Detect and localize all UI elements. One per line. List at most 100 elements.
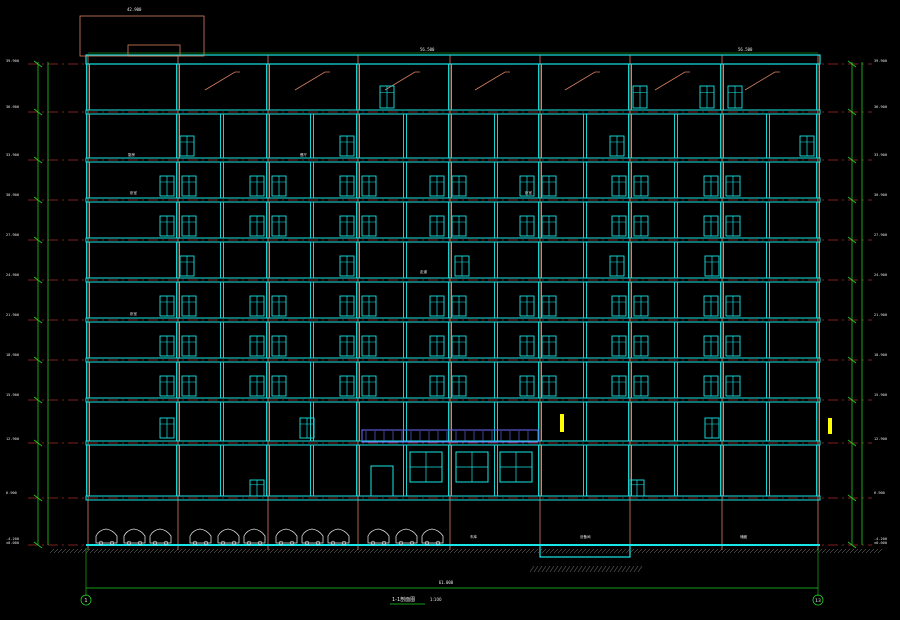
ground-hatch bbox=[709, 548, 715, 554]
ground-hatch bbox=[777, 548, 783, 554]
window bbox=[629, 479, 645, 497]
ground-hatch bbox=[513, 548, 519, 554]
ground-hatch bbox=[473, 548, 479, 554]
ground-hatch bbox=[569, 565, 575, 573]
ground-hatch bbox=[289, 548, 295, 554]
ground-hatch bbox=[533, 565, 539, 573]
window bbox=[725, 335, 741, 357]
dimension-layer bbox=[33, 52, 863, 596]
ground-hatch bbox=[669, 548, 675, 554]
ground-hatch bbox=[573, 548, 579, 554]
car-icon bbox=[123, 528, 146, 546]
elevation-label-left: 15.900 bbox=[6, 393, 19, 397]
window bbox=[699, 85, 715, 109]
wall-column bbox=[176, 241, 180, 279]
ground-hatch bbox=[861, 548, 867, 554]
car-icon bbox=[275, 528, 298, 546]
window bbox=[609, 255, 625, 277]
room-label: 卧室 bbox=[130, 190, 137, 195]
roof-slope bbox=[744, 71, 780, 91]
ground-hatch bbox=[281, 548, 287, 554]
ground-hatch bbox=[633, 548, 639, 554]
window bbox=[339, 375, 355, 397]
wall-column bbox=[356, 241, 360, 279]
window bbox=[429, 375, 445, 397]
wall-column bbox=[538, 241, 542, 279]
top-wall bbox=[720, 63, 724, 111]
top-wall bbox=[816, 63, 820, 111]
svg-text:1: 1 bbox=[84, 598, 87, 604]
ground-hatch bbox=[377, 548, 383, 554]
window bbox=[633, 175, 649, 197]
wall-column bbox=[86, 321, 90, 359]
window bbox=[361, 215, 377, 237]
wall-column bbox=[538, 401, 542, 442]
ground-hatch bbox=[341, 548, 347, 554]
ground-hatch bbox=[329, 548, 335, 554]
window bbox=[703, 295, 719, 317]
ground-hatch bbox=[205, 548, 211, 554]
window bbox=[451, 215, 467, 237]
window bbox=[339, 335, 355, 357]
ground-hatch bbox=[577, 565, 583, 573]
car-icon bbox=[243, 528, 266, 546]
floor-slab bbox=[85, 495, 821, 501]
car-icon bbox=[367, 528, 390, 546]
ground-hatch bbox=[641, 548, 647, 554]
ground-hatch bbox=[497, 548, 503, 554]
wall-column bbox=[766, 113, 770, 159]
elevation-label-left: 39.900 bbox=[6, 59, 19, 63]
window bbox=[519, 375, 535, 397]
ground-hatch bbox=[201, 548, 207, 554]
window bbox=[361, 335, 377, 357]
room-label: 走道 bbox=[420, 269, 428, 274]
ground-hatch bbox=[809, 548, 815, 554]
storefront-window bbox=[455, 451, 489, 483]
ground-hatch bbox=[265, 548, 271, 554]
window bbox=[271, 175, 287, 197]
wall-column bbox=[220, 321, 224, 359]
floor-slab bbox=[85, 109, 821, 115]
wall-column bbox=[176, 361, 180, 399]
wall-column bbox=[86, 281, 90, 319]
ground-hatch bbox=[541, 565, 547, 573]
ground-hatch bbox=[657, 548, 663, 554]
ground-hatch bbox=[305, 548, 311, 554]
wall-column bbox=[494, 361, 498, 399]
ground-hatch bbox=[833, 548, 839, 554]
ground-hatch bbox=[821, 548, 827, 554]
dimension-tick bbox=[33, 236, 43, 244]
room-label: 储藏 bbox=[740, 534, 748, 539]
ground-hatch bbox=[125, 548, 131, 554]
window bbox=[181, 335, 197, 357]
ground-hatch bbox=[569, 548, 575, 554]
wall-column bbox=[766, 281, 770, 319]
elevation-label-right: 39.900 bbox=[874, 59, 887, 63]
wall-column bbox=[310, 401, 314, 442]
ground-hatch bbox=[637, 565, 643, 573]
car-icon bbox=[149, 528, 172, 546]
window bbox=[632, 85, 648, 109]
wall-column bbox=[674, 281, 678, 319]
wall-column bbox=[816, 361, 820, 399]
window bbox=[451, 375, 467, 397]
dimension-tick bbox=[33, 396, 43, 404]
dimension-tick bbox=[33, 156, 43, 164]
ground-hatch bbox=[749, 548, 755, 554]
room-label: 厨房 bbox=[128, 152, 135, 157]
wall-column bbox=[538, 161, 542, 199]
wall-column bbox=[766, 361, 770, 399]
window bbox=[519, 215, 535, 237]
top-wall bbox=[628, 63, 632, 111]
ground-hatch bbox=[233, 548, 239, 554]
window bbox=[429, 175, 445, 197]
wall-column bbox=[674, 361, 678, 399]
window bbox=[361, 175, 377, 197]
ground-hatch bbox=[649, 548, 655, 554]
balcony-rail bbox=[361, 429, 539, 443]
ground-hatch bbox=[617, 565, 623, 573]
ground-hatch bbox=[653, 548, 659, 554]
ground-hatch bbox=[605, 548, 611, 554]
dimension-tick bbox=[33, 316, 43, 324]
svg-text:13: 13 bbox=[815, 598, 821, 604]
